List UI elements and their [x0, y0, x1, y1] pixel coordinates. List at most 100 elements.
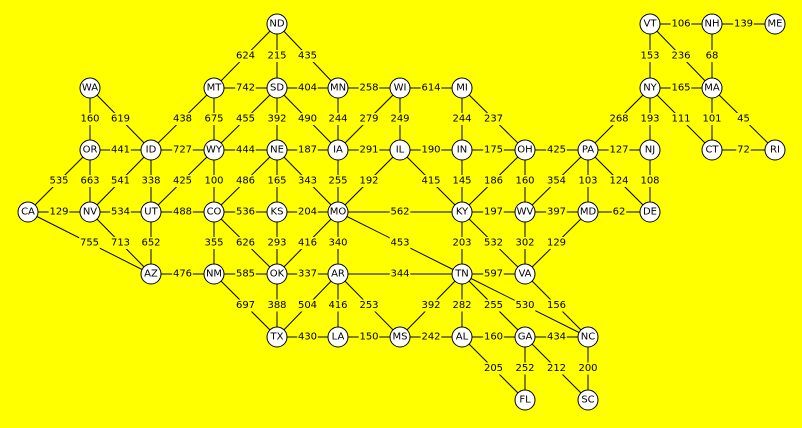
- edge-weight-bg: [483, 175, 504, 187]
- edge-weight-vt-ma: 236: [670, 50, 692, 62]
- node-sc[interactable]: SC: [577, 389, 599, 411]
- node-label: NE: [270, 145, 284, 156]
- node-az[interactable]: AZ: [140, 263, 162, 285]
- node-wy[interactable]: WY: [203, 139, 225, 161]
- edge-weight-label: 344: [390, 269, 409, 280]
- edge-weight-bg: [297, 268, 318, 280]
- node-nm[interactable]: NM: [203, 263, 225, 285]
- edge-weight-bg: [451, 299, 473, 312]
- edge-weight-az-nm: 476: [172, 268, 193, 280]
- node-wa[interactable]: WA: [79, 77, 101, 99]
- node-nc[interactable]: NC: [577, 326, 599, 348]
- edge-weight-ca-nv: 129: [48, 206, 70, 218]
- edge-weight-bg: [327, 113, 349, 125]
- node-oh[interactable]: OH: [514, 139, 536, 161]
- node-de[interactable]: DE: [639, 201, 661, 223]
- node-ia[interactable]: IA: [327, 139, 349, 161]
- node-ky[interactable]: KY: [451, 201, 473, 223]
- edge-weight-label: 597: [484, 269, 503, 280]
- edge-weight-bg: [297, 50, 318, 62]
- node-ca[interactable]: CA: [17, 201, 39, 223]
- node-tx[interactable]: TX: [266, 326, 288, 348]
- node-circle: [701, 139, 723, 161]
- node-circle: [140, 139, 162, 161]
- node-mn[interactable]: MN: [327, 77, 349, 99]
- node-id[interactable]: ID: [140, 139, 162, 161]
- edge-weight-mt-sd: 742: [235, 82, 256, 94]
- node-mt[interactable]: MT: [203, 77, 225, 99]
- edge-weight-bg: [79, 113, 101, 125]
- node-ks[interactable]: KS: [266, 201, 288, 223]
- edge-weight-label: 416: [298, 238, 317, 249]
- edge-weight-bg: [297, 113, 318, 125]
- node-ok[interactable]: OK: [266, 263, 288, 285]
- node-al[interactable]: AL: [451, 326, 473, 348]
- edge-weight-wv-va: 302: [514, 237, 536, 249]
- node-me[interactable]: ME: [764, 13, 786, 35]
- edge-weight-sd-ne: 392: [266, 113, 288, 125]
- node-md[interactable]: MD: [577, 201, 599, 223]
- node-ut[interactable]: UT: [140, 201, 162, 223]
- edge-weight-co-ks: 536: [235, 206, 256, 218]
- node-tn[interactable]: TN: [451, 263, 473, 285]
- node-label: WV: [517, 207, 534, 218]
- node-sd[interactable]: SD: [266, 77, 288, 99]
- node-il[interactable]: IL: [389, 139, 411, 161]
- node-ms[interactable]: MS: [389, 326, 411, 348]
- node-or[interactable]: OR: [79, 139, 101, 161]
- node-nh[interactable]: NH: [701, 13, 723, 35]
- node-wi[interactable]: WI: [389, 77, 411, 99]
- node-nj[interactable]: NJ: [639, 139, 661, 161]
- node-label: TX: [270, 332, 284, 343]
- node-ny[interactable]: NY: [639, 77, 661, 99]
- edge-weight-label: 614: [421, 83, 440, 94]
- node-ga[interactable]: GA: [514, 326, 536, 348]
- edge-weight-nv-ut: 534: [110, 206, 131, 218]
- node-wv[interactable]: WV: [514, 201, 536, 223]
- node-ne[interactable]: NE: [266, 139, 288, 161]
- node-ma[interactable]: MA: [701, 77, 723, 99]
- node-ct[interactable]: CT: [701, 139, 723, 161]
- edge-weight-bg: [546, 237, 567, 249]
- node-ri[interactable]: RI: [764, 139, 786, 161]
- node-va[interactable]: VA: [514, 263, 536, 285]
- node-pa[interactable]: PA: [577, 139, 599, 161]
- edge-weight-mo-ok: 416: [297, 237, 318, 249]
- edge-weight-label: 249: [390, 114, 409, 125]
- edge-weight-md-de: 62: [611, 206, 627, 218]
- edge-weight-vt-ny: 153: [639, 50, 661, 62]
- edge-weight-bg: [358, 144, 380, 156]
- node-in[interactable]: IN: [451, 139, 473, 161]
- node-mi[interactable]: MI: [451, 77, 473, 99]
- edge-weight-wa-id: 619: [110, 113, 131, 125]
- edge-weight-label: 101: [702, 114, 721, 125]
- edge-weight-bg: [389, 113, 411, 125]
- node-circle: [764, 139, 786, 161]
- edge-weight-label: 490: [298, 114, 317, 125]
- edge-weight-va-nc: 156: [546, 299, 567, 312]
- edge-weight-label: 392: [421, 300, 440, 311]
- node-fl[interactable]: FL: [514, 389, 536, 411]
- node-nd[interactable]: ND: [266, 13, 288, 35]
- node-label: KS: [271, 207, 284, 218]
- edge-weight-bg: [546, 175, 567, 187]
- node-layer: ND WA MT SD MN WI MI VT NH ME NY MA OR ID WY NE IA IL IN OH…: [17, 13, 786, 411]
- node-co[interactable]: CO: [203, 201, 225, 223]
- node-label: MN: [330, 83, 346, 94]
- node-label: UT: [144, 207, 158, 218]
- edge-weight-nc-sc: 200: [577, 362, 599, 375]
- node-vt[interactable]: VT: [639, 13, 661, 35]
- edge-weight-bg: [514, 299, 536, 312]
- edge-weight-sd-wy: 455: [235, 113, 256, 125]
- edge-weight-bg: [704, 50, 720, 62]
- edge-weight-il-in: 190: [420, 144, 442, 156]
- edge-weight-bg: [670, 113, 692, 125]
- node-ar[interactable]: AR: [327, 263, 349, 285]
- node-la[interactable]: LA: [327, 326, 349, 348]
- node-mo[interactable]: MO: [327, 201, 349, 223]
- node-nv[interactable]: NV: [79, 201, 101, 223]
- node-label: NC: [581, 332, 595, 343]
- edge-weight-label: 190: [421, 145, 440, 156]
- edge-weight-bg: [483, 268, 504, 280]
- edge-weight-mt-wy: 675: [203, 113, 225, 125]
